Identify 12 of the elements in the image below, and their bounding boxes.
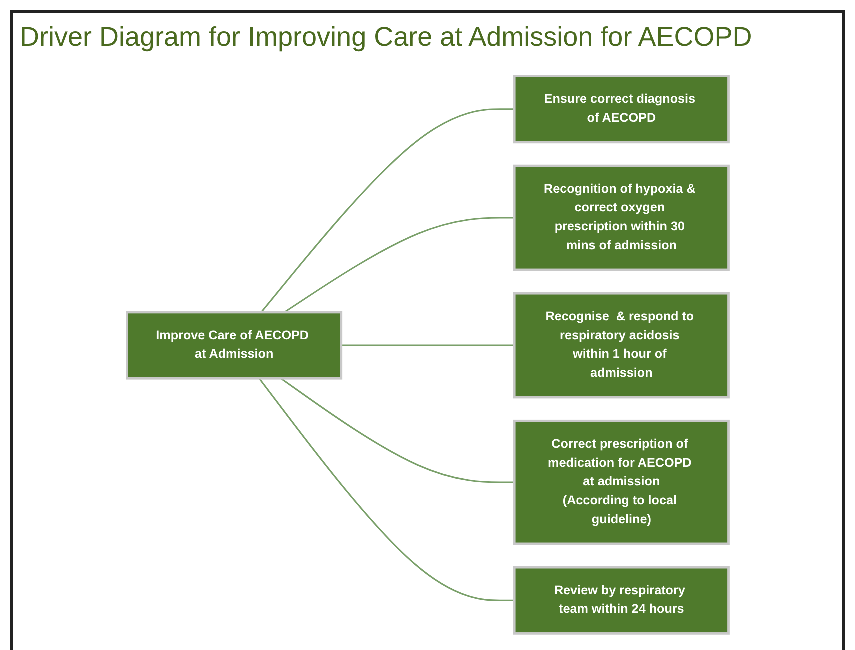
node-box: Ensure correct diagnosis of AECOPD [512,75,730,144]
node-box: Recognise & respond to respiratory acidosis within 1 hour of admission [512,292,730,399]
connector [340,344,514,346]
node-box: Review by respiratory team within 24 hours [512,566,730,635]
diagram-title: Driver Diagram for Improving Care at Admission for AECOPD [20,22,752,53]
connector [258,378,514,602]
connector [284,217,514,314]
connector [280,378,514,484]
node-box: Correct prescription of medication for AECOPD at admission (According to local guideline) [512,420,730,546]
connector [260,108,514,313]
node-box: Recognition of hypoxia & correct oxygen prescription within 30 mins of admission [512,164,730,272]
node-box: Improve Care of AECOPD at Admission [126,311,342,380]
